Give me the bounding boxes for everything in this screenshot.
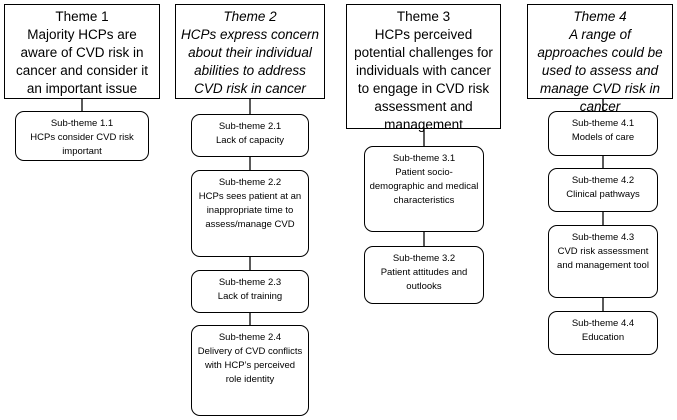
subtheme-4-1-description: Models of care bbox=[571, 132, 635, 143]
subtheme-3-2-description: Patient attitudes and outlooks bbox=[380, 267, 468, 292]
subtheme-2-3: Sub-theme 2.3 Lack of training bbox=[191, 270, 309, 313]
theme-3-box: Theme 3 HCPs perceived potential challen… bbox=[346, 4, 501, 132]
subtheme-2-2-description: HCPs sees patient at an inappropriate ti… bbox=[198, 191, 302, 230]
theme-4-description: A range of approaches could be used to a… bbox=[537, 27, 663, 114]
subtheme-4-4: Sub-theme 4.4 Education bbox=[548, 311, 658, 355]
subtheme-2-3-description: Lack of training bbox=[217, 291, 283, 302]
theme-1-title: Theme 1 bbox=[55, 9, 109, 24]
subtheme-3-1: Sub-theme 3.1 Patient socio-demographic … bbox=[364, 146, 484, 232]
subtheme-1-1-description: HCPs consider CVD risk important bbox=[30, 132, 134, 157]
theme-2-description: HCPs express concern about their individ… bbox=[180, 27, 320, 96]
subtheme-1-1-title: Sub-theme 1.1 bbox=[50, 118, 114, 129]
subtheme-4-4-title: Sub-theme 4.4 bbox=[571, 318, 635, 329]
theme-3-description: HCPs perceived potential challenges for … bbox=[354, 27, 493, 132]
subtheme-3-1-description: Patient socio-demographic and medical ch… bbox=[369, 167, 479, 206]
theme-2-title: Theme 2 bbox=[223, 9, 277, 24]
subtheme-2-3-title: Sub-theme 2.3 bbox=[218, 277, 282, 288]
theme-4-box: Theme 4 A range of approaches could be u… bbox=[527, 4, 673, 114]
subtheme-2-1-description: Lack of capacity bbox=[215, 135, 285, 146]
subtheme-1-1: Sub-theme 1.1 HCPs consider CVD risk imp… bbox=[15, 111, 149, 161]
subtheme-4-3-description: CVD risk assessment and management tool bbox=[557, 246, 649, 271]
subtheme-2-1: Sub-theme 2.1 Lack of capacity bbox=[191, 114, 309, 157]
subtheme-2-4-title: Sub-theme 2.4 bbox=[218, 332, 282, 343]
subtheme-2-2-title: Sub-theme 2.2 bbox=[218, 177, 282, 188]
subtheme-3-2-title: Sub-theme 3.2 bbox=[392, 253, 456, 264]
subtheme-4-3: Sub-theme 4.3 CVD risk assessment and ma… bbox=[548, 225, 658, 298]
subtheme-4-1: Sub-theme 4.1 Models of care bbox=[548, 111, 658, 156]
subtheme-4-1-title: Sub-theme 4.1 bbox=[571, 118, 635, 129]
subtheme-2-1-title: Sub-theme 2.1 bbox=[218, 121, 282, 132]
theme-2-box: Theme 2 HCPs express concern about their… bbox=[175, 4, 325, 99]
subtheme-4-2-title: Sub-theme 4.2 bbox=[571, 175, 635, 186]
subtheme-3-2: Sub-theme 3.2 Patient attitudes and outl… bbox=[364, 246, 484, 304]
subtheme-2-2: Sub-theme 2.2 HCPs sees patient at an in… bbox=[191, 170, 309, 257]
subtheme-4-4-description: Education bbox=[581, 332, 625, 343]
theme-1-description: Majority HCPs are aware of CVD risk in c… bbox=[15, 27, 149, 96]
subtheme-2-4: Sub-theme 2.4 Delivery of CVD conflicts … bbox=[191, 325, 309, 416]
subtheme-4-3-title: Sub-theme 4.3 bbox=[571, 232, 635, 243]
subtheme-3-1-title: Sub-theme 3.1 bbox=[392, 153, 456, 164]
theme-4-title: Theme 4 bbox=[573, 9, 627, 24]
subtheme-2-4-description: Delivery of CVD conflicts with HCP’s per… bbox=[197, 346, 303, 385]
subtheme-4-2: Sub-theme 4.2 Clinical pathways bbox=[548, 168, 658, 212]
subtheme-4-2-description: Clinical pathways bbox=[566, 189, 640, 200]
theme-1-box: Theme 1 Majority HCPs are aware of CVD r… bbox=[4, 4, 160, 99]
theme-3-title: Theme 3 bbox=[396, 9, 451, 24]
